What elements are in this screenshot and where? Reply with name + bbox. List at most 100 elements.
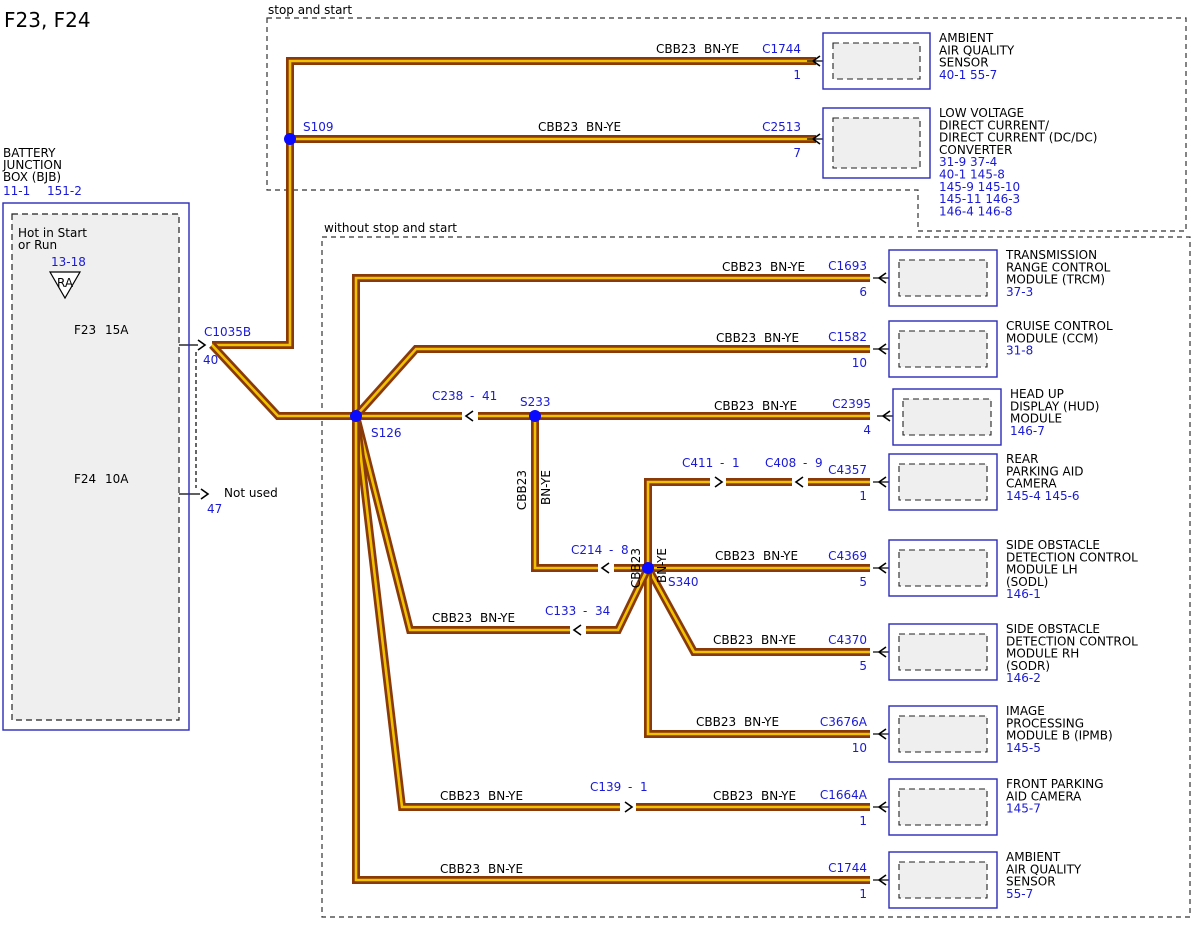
without-stop-start-frame [321,236,1191,918]
dcdc-page-ref: 31-9 37-4 [939,155,997,169]
not-used-arrow-icon [200,488,210,500]
sodl-pin-label: 5 [859,575,867,589]
sodr-name-line: DETECTION CONTROL [1006,634,1138,648]
c133-connector-arrow-icon [572,624,582,636]
aaqs1-name-line: AIR QUALITY [939,43,1015,57]
c1035b-label: C1035B [204,325,251,339]
c133-wire-color: BN-YE [480,611,515,625]
trcm-name-line: TRANSMISSION [1005,248,1097,262]
rpac-inner-box [898,463,988,501]
aaqs2-connector-arrow-icon [877,874,887,886]
c408-connector-gap [792,476,808,488]
wire-to-aaqs1 [212,57,816,349]
dcdc-pin-label: 7 [793,146,801,160]
ipmb-wire-circuit: CBB23 [696,715,736,729]
fpac-wire-left-circuit: CBB23 [440,789,480,803]
trcm-name-line: RANGE CONTROL [1006,260,1111,274]
c1035b-pin-40: 40 [203,353,218,367]
aaqs1-wire-circuit: CBB23 [656,42,696,56]
sodr-pin-label: 5 [859,659,867,673]
s233-s340-wire-circuit: CBB23 [515,470,529,510]
c238-pin: 41 [482,389,497,403]
ipmb-name-line: MODULE B (IPMB) [1006,729,1113,743]
sodr-outer-box [888,623,998,681]
aaqs2-outer-box [888,851,998,909]
c238-dash: - [470,389,474,403]
c408-label: C408 [765,456,796,470]
rpac-outer-box [888,453,998,511]
c139-pin: 1 [640,780,648,794]
rpac-name-line: PARKING AID [1006,464,1084,478]
page-title: F23, F24 [4,8,91,32]
ipmb-wire-color: BN-YE [744,715,779,729]
s340-label: S340 [668,575,699,589]
ccm-wire-circuit: CBB23 [716,331,756,345]
sodr-inner-box [898,633,988,671]
fpac-name-line: FRONT PARKING [1006,777,1104,791]
sodl-name-line: MODULE LH [1006,563,1078,577]
section-frames [266,17,1191,918]
c411-connector-arrow-icon [714,476,724,488]
hud-name-line: HEAD UP [1010,387,1064,401]
fpac-inner-box [898,788,988,826]
sodl-connector-arrow-icon [877,562,887,574]
ipmb-outer-box [888,705,998,763]
wire-to-trcm-stripe [354,276,870,416]
rpac-name-line: CAMERA [1006,477,1057,491]
fpac-wire-right-color: BN-YE [761,789,796,803]
dcdc-page-ref: 145-9 145-10 [939,180,1020,194]
ccm-wire-color: BN-YE [764,331,799,345]
wire-to-aaqs1-stripe [212,59,816,347]
c408-dash: - [803,456,807,470]
aaqs2-pin-label: 1 [859,887,867,901]
hud-wire-circuit: CBB23 [714,399,754,413]
trcm-name-line: MODULE (TRCM) [1006,273,1105,287]
c214-connector-arrow-icon [600,562,610,574]
aaqs1-page-ref: 40-1 55-7 [939,68,997,82]
aaqs1-connector-label: C1744 [762,42,801,56]
not-used-label: Not used [224,486,278,500]
rpac-name-line: REAR [1006,452,1038,466]
c214-connector-gap [598,562,614,574]
bjb-inner-box [11,213,180,721]
dcdc-outer-box [822,107,931,179]
sodr-connector-label: C4370 [828,633,867,647]
ccm-pin-label: 10 [852,356,867,370]
wire-to-aaqs2-stripe [354,416,870,882]
hud-name-line: MODULE [1010,412,1062,426]
bjb-name-line: BATTERY [3,146,56,160]
sodl-page-ref: 146-1 [1006,587,1041,601]
wire-c133-to-s126 [352,415,652,634]
wire-c1035b-to-s126-stripe [211,344,356,418]
wire-to-sodr-stripe [646,567,870,654]
hud-wire-color: BN-YE [762,399,797,413]
c238-connector-arrow-icon [464,410,474,422]
aaqs2-name-line: AMBIENT [1006,850,1061,864]
dcdc-page-ref: 146-4 146-8 [939,204,1013,218]
c411-label: C411 [682,456,713,470]
dcdc-page-ref: 40-1 145-8 [939,168,1005,182]
fpac-connector-arrow-icon [877,801,887,813]
aaqs1-name-line: AMBIENT [939,31,994,45]
sodr-page-ref: 146-2 [1006,671,1041,685]
ipmb-connector-label: C3676A [820,715,868,729]
rpac-page-ref: 145-4 145-6 [1006,489,1080,503]
rpac-connector-arrow-icon [877,476,887,488]
aaqs2-name-line: SENSOR [1006,875,1056,889]
dcdc-name-line: DIRECT CURRENT (DC/DC) [939,131,1097,145]
component-boxes [2,32,1002,909]
dcdc-connector-arrow-icon [811,133,821,145]
ipmb-name-line: IMAGE [1006,704,1045,718]
s340-rpac-wire-color: BN-YE [655,548,669,583]
s233-s340-wire-color: BN-YE [539,470,553,505]
sodl-wire-circuit: CBB23 [715,549,755,563]
fuse-f24-rating: 10A [105,472,129,486]
ra-triangle-icon [48,271,82,300]
wire-to-ipmb-stripe [646,568,870,736]
sodr-name-line: SIDE OBSTACLE [1006,622,1100,636]
fuse-f23-name: F23 [74,323,96,337]
fpac-wire-right-circuit: CBB23 [713,789,753,803]
section-without-stop-start-label: without stop and start [324,221,457,235]
